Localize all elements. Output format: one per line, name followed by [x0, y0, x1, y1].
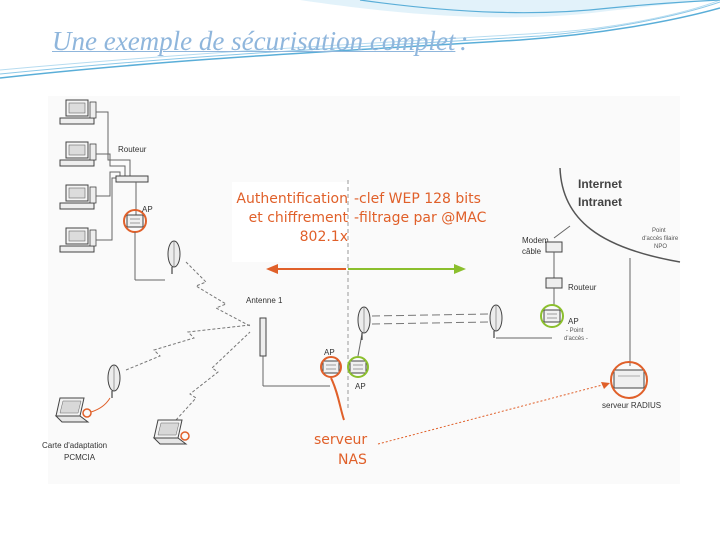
wep-label-2: -filtrage par @MAC	[354, 210, 487, 226]
wep-label-1: -clef WEP 128 bits	[354, 191, 481, 207]
slide-title-colon: :	[459, 26, 469, 56]
dish-antenna-icon	[357, 306, 371, 341]
auth-label-1: Authentification	[236, 191, 348, 207]
ap-center-1-label: AP	[324, 348, 335, 357]
modem-label-2: câble	[522, 247, 542, 256]
auth-callout-box	[232, 182, 350, 262]
pcmcia-highlight	[82, 408, 92, 418]
radius-highlight	[610, 361, 648, 399]
ap-left-label: AP	[142, 205, 153, 214]
ap-center-1-icon	[322, 360, 340, 374]
pc-hub-wiring	[96, 111, 149, 241]
wireless-links	[125, 261, 251, 421]
router-left-label: Routeur	[118, 145, 147, 154]
nas-radius-link	[377, 383, 607, 445]
wired-access-label-1: Point	[652, 228, 666, 234]
antenna-icon	[259, 317, 330, 387]
internet-cloud-boundary	[559, 167, 681, 263]
radius-server-icon	[613, 369, 645, 389]
ap-center-1-highlight	[320, 356, 342, 378]
slide-title: Une exemple de sécurisation complet:	[52, 26, 468, 57]
auth-label-3: 802.1x	[300, 229, 348, 245]
ap-center-2-highlight	[347, 356, 369, 378]
internet-label: Internet	[578, 177, 622, 191]
nas-label-2: NAS	[338, 452, 367, 468]
pcmcia-connector	[90, 397, 111, 413]
dish-antenna-icon	[489, 304, 503, 339]
pcmcia-label-2: PCMCIA	[64, 453, 96, 462]
wired-access-label-2: d'accès filaire	[642, 236, 679, 242]
pc-icon	[59, 227, 97, 253]
ap-right-highlight	[540, 304, 564, 328]
pc-icon	[59, 99, 97, 125]
modem-label-1: Modem	[522, 236, 549, 245]
nas-label-1: serveur	[314, 432, 367, 448]
pcmcia-label-1: Carte d'adaptation	[42, 441, 107, 450]
header-swoosh-decoration	[0, 0, 720, 79]
nas-pointer	[330, 377, 345, 421]
diagram-background	[48, 96, 680, 484]
ap-center-2-wire	[357, 333, 363, 357]
scope-arrow	[266, 264, 466, 274]
auth-label-2: et chiffrement	[249, 210, 349, 226]
nas-radius-arrowhead	[601, 382, 610, 389]
intranet-label: Intranet	[578, 195, 622, 209]
router-right-icon	[545, 277, 563, 306]
modem-icon	[545, 225, 571, 278]
ap-center-2-label: AP	[355, 382, 366, 391]
wired-access-label-3: NPO	[654, 244, 667, 250]
antenna-label: Antenne 1	[246, 296, 283, 305]
router-right-label: Routeur	[568, 283, 597, 292]
laptop-icon	[55, 397, 89, 423]
laptop-card-highlight	[180, 431, 190, 441]
slide-title-text: Une exemple de sécurisation complet	[52, 26, 456, 56]
pc-icon	[59, 184, 97, 210]
laptop-icon	[153, 419, 187, 445]
access-point-label-2: d'accès -	[564, 336, 588, 342]
dish-antenna-icon	[107, 364, 121, 399]
radius-label: serveur RADIUS	[602, 401, 661, 410]
access-point-label-1: - Point	[566, 328, 584, 334]
ap-right-label: AP	[568, 317, 579, 326]
dish-antenna-icon	[167, 240, 181, 275]
pc-icon	[59, 141, 97, 167]
ap-right-icon	[543, 309, 561, 323]
ap-left-icon	[126, 214, 144, 228]
point-to-point-link	[371, 313, 489, 325]
ap-center-2-icon	[349, 360, 367, 374]
